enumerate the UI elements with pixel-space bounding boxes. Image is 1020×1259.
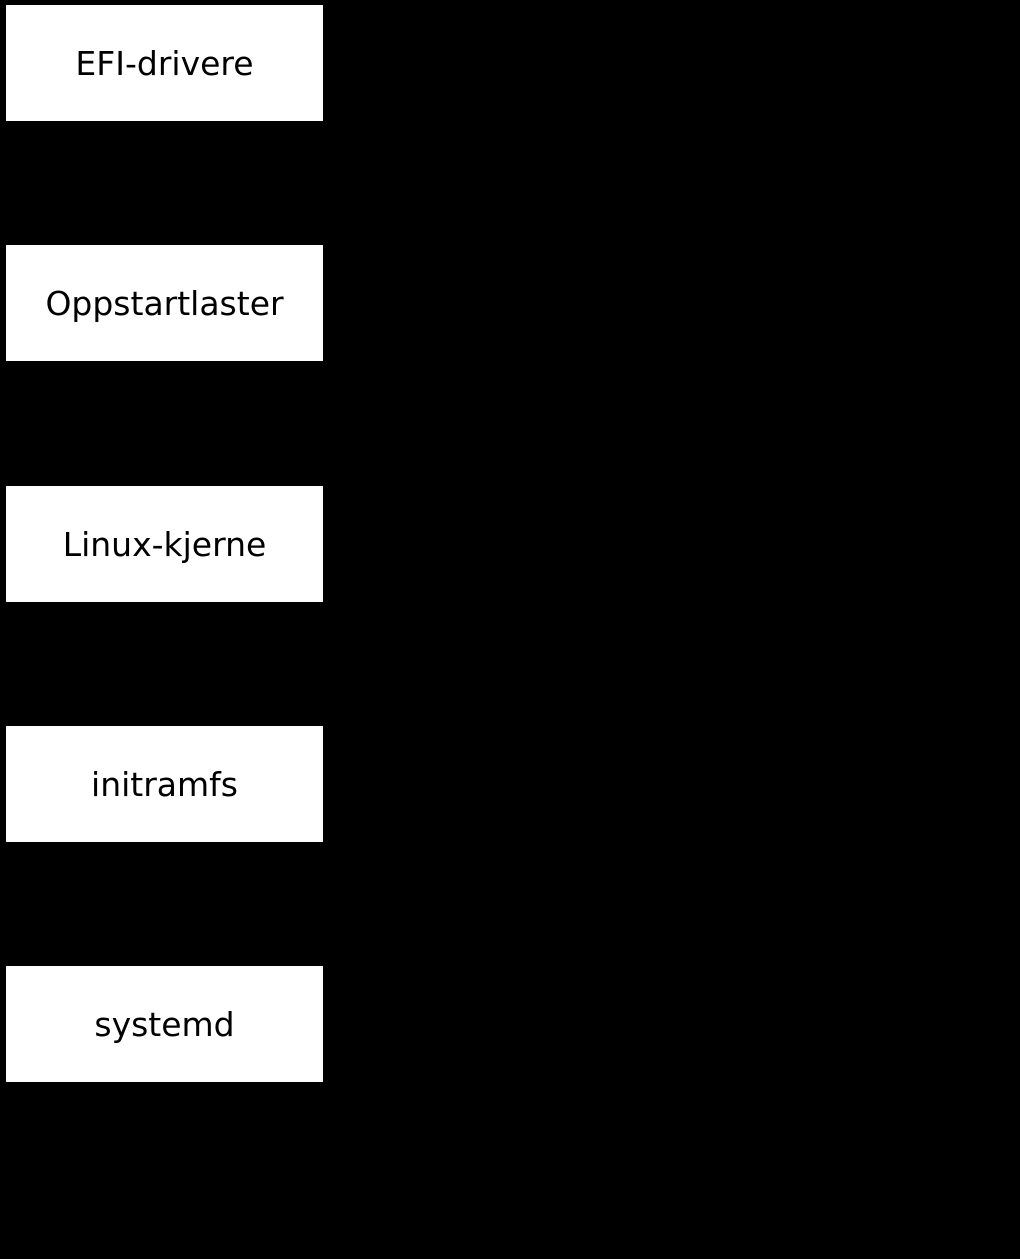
node-linux-kjerne: Linux-kjerne: [6, 486, 323, 602]
node-oppstartlaster-label: Oppstartlaster: [45, 283, 284, 323]
node-efi-drivere: EFI-drivere: [6, 5, 323, 121]
node-linux-kjerne-label: Linux-kjerne: [62, 524, 267, 564]
node-oppstartlaster: Oppstartlaster: [6, 245, 323, 361]
node-initramfs-label: initramfs: [91, 764, 238, 804]
node-systemd: systemd: [6, 966, 323, 1082]
node-efi-drivere-label: EFI-drivere: [75, 43, 254, 83]
node-systemd-label: systemd: [94, 1004, 235, 1044]
node-initramfs: initramfs: [6, 726, 323, 842]
